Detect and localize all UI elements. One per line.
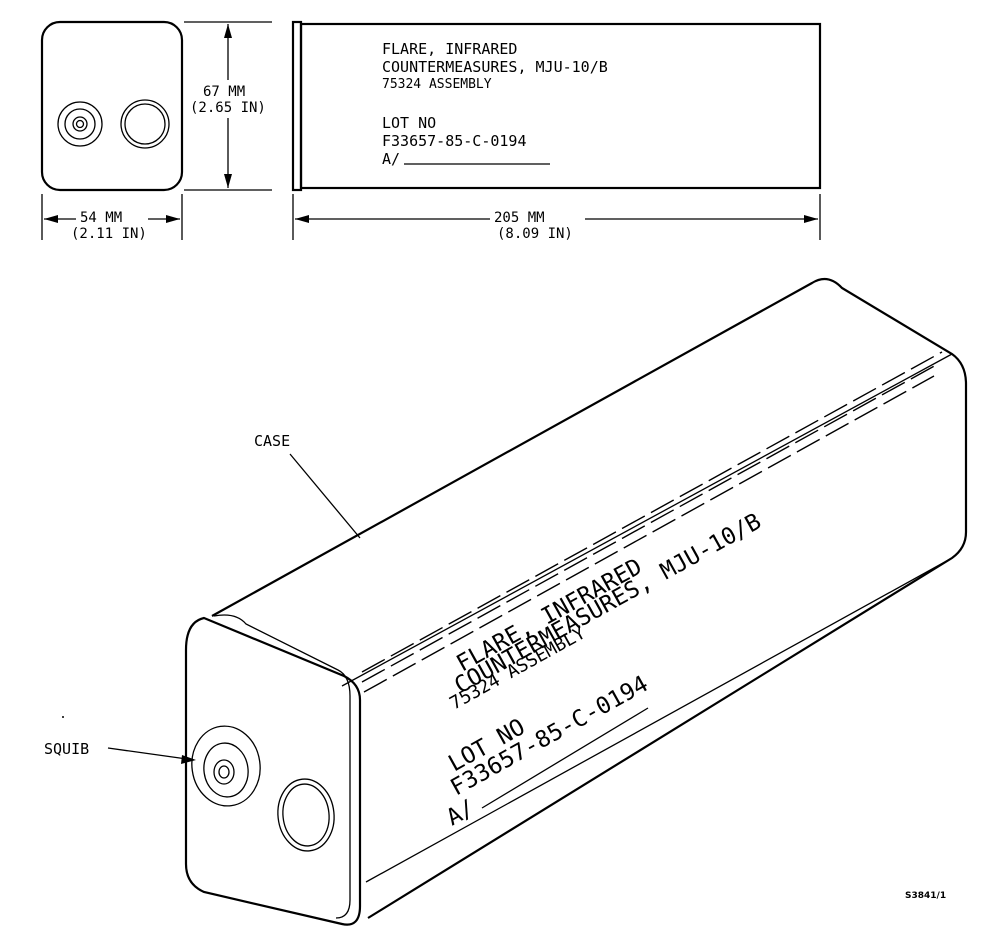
iso-label-blank-line [481, 707, 649, 809]
front-view-outline [40, 20, 184, 192]
squib-callout: SQUIB [44, 740, 196, 764]
end-plate-outer [184, 616, 362, 926]
isometric-view: FLARE, INFRARED COUNTERMEASURES, MJU-10/… [44, 277, 968, 926]
height-in-label: (2.65 IN) [190, 100, 266, 116]
squib [191, 725, 261, 807]
width-mm-label: 54 MM [80, 210, 122, 226]
side-label-line-3: 75324 ASSEMBLY [382, 77, 492, 92]
length-mm-label: 205 MM [494, 210, 545, 226]
speck [62, 716, 64, 718]
case-body [211, 277, 968, 919]
case-callout: CASE [254, 432, 361, 539]
side-label-line-5: F33657-85-C-0194 [382, 132, 527, 150]
front-view-port [120, 99, 170, 149]
case-seam-lines [361, 351, 943, 693]
length-in-label: (8.09 IN) [497, 226, 573, 242]
width-dimension: 54 MM (2.11 IN) [41, 194, 183, 242]
side-view-body [299, 22, 822, 190]
side-view: FLARE, INFRARED COUNTERMEASURES, MJU-10/… [291, 20, 822, 242]
side-label-line-6: A/ [382, 150, 400, 168]
height-dimension: 67 MM (2.65 IN) [184, 21, 272, 191]
side-label-line-1: FLARE, INFRARED [382, 40, 517, 58]
iso-label-line-6-group: A/ [442, 795, 479, 831]
side-label-line-4: LOT NO [382, 114, 436, 132]
iso-port [277, 778, 335, 852]
end-plate-inner [213, 614, 351, 919]
front-view: 67 MM (2.65 IN) 54 MM (2.11 IN) [40, 20, 272, 242]
side-view-flange [291, 20, 303, 192]
side-label-line-2: COUNTERMEASURES, MJU-10/B [382, 58, 608, 76]
length-dimension: 205 MM (8.09 IN) [292, 194, 821, 242]
squib-callout-label: SQUIB [44, 740, 89, 758]
height-mm-label: 67 MM [203, 84, 245, 100]
case-callout-label: CASE [254, 432, 290, 450]
iso-label-line-6: A/ [442, 795, 479, 831]
width-in-label: (2.11 IN) [71, 226, 147, 242]
side-view-label: FLARE, INFRARED COUNTERMEASURES, MJU-10/… [382, 40, 608, 168]
front-view-squib [57, 101, 103, 147]
figure-id: S3841/1 [905, 891, 946, 901]
